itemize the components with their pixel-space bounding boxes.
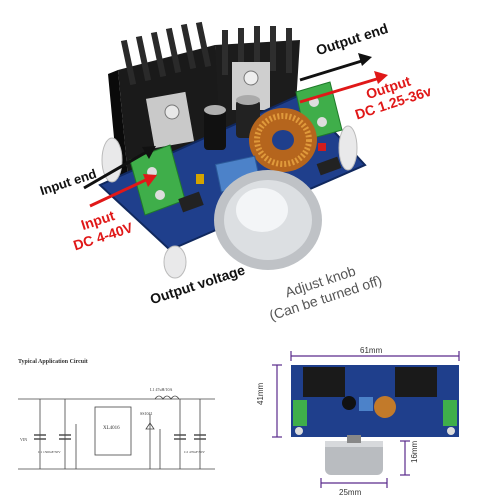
dim-heatsink-2 bbox=[395, 367, 437, 397]
arrow-input bbox=[89, 174, 157, 208]
dimension-drawing: 61mm 41mm 25mm 16mm bbox=[256, 346, 460, 495]
schematic-chip-label: XL4016 bbox=[103, 426, 120, 431]
dim-height-label: 41mm bbox=[256, 382, 265, 405]
schematic-diagram: XL4016 L1 47uH/10A SS1041 VIN C1 1500uF/… bbox=[18, 387, 215, 470]
dim-terminal-right bbox=[443, 400, 457, 426]
schematic-panel: Typical Application Circuit XL4016 L1 47… bbox=[10, 355, 225, 490]
dim-knob-height-label: 16mm bbox=[410, 440, 419, 463]
input-terminal bbox=[129, 144, 186, 216]
adjust-knob bbox=[214, 170, 322, 270]
module-photo bbox=[83, 21, 388, 279]
arrow-output-end bbox=[299, 53, 372, 82]
schematic-inductor-label: L1 47uH/10A bbox=[150, 387, 172, 392]
arrow-output bbox=[299, 71, 388, 104]
schematic-cap-in-label: C1 1500uF/50V bbox=[38, 450, 61, 454]
schematic-vin-label: VIN bbox=[20, 437, 27, 442]
red-led bbox=[318, 143, 326, 151]
dim-knob-diameter-label: 25mm bbox=[339, 488, 362, 495]
dim-width-label: 61mm bbox=[360, 346, 383, 355]
toroid-inductor bbox=[249, 108, 317, 172]
dim-heatsink-1 bbox=[303, 367, 345, 397]
dim-terminal-left bbox=[293, 400, 307, 426]
schematic-diode-label: SS1041 bbox=[140, 411, 152, 416]
arrow-input-end bbox=[83, 146, 156, 190]
standoffs bbox=[101, 125, 358, 279]
heatsink-left bbox=[108, 21, 225, 180]
schematic-cap-out-label: C2 470uF/50V bbox=[184, 450, 205, 454]
dim-knob bbox=[325, 435, 383, 475]
schematic-title: Typical Application Circuit bbox=[18, 359, 88, 365]
smd-components bbox=[178, 156, 342, 213]
